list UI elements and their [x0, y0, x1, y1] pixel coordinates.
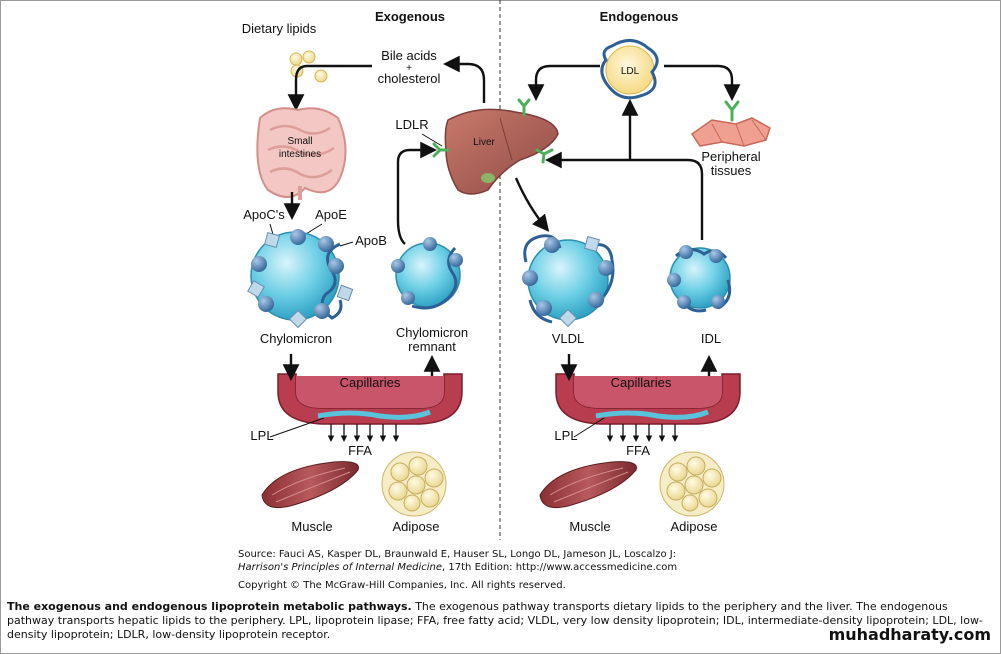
chylomicron-particle [247, 229, 354, 329]
capillaries-vessel-left [277, 373, 463, 425]
ldlr-label: LDLR [395, 117, 428, 132]
idl-to-liver-arrow [544, 151, 704, 240]
capillaries-vessel-right [555, 373, 741, 425]
bile-plus-sign: + [406, 63, 412, 74]
adipose-label-right: Adipose [671, 519, 718, 534]
cholesterol-label: cholesterol [378, 71, 441, 86]
dietary-lipid-droplets [289, 50, 328, 83]
apoe-label: ApoE [315, 207, 347, 222]
vldl-particle [522, 234, 615, 328]
endogenous-header: Endogenous [600, 9, 679, 24]
idl-label: IDL [701, 331, 721, 346]
liver-to-bile-arrow [442, 55, 486, 103]
muscle-label-right: Muscle [569, 519, 610, 534]
source-citation: Source: Fauci AS, Kasper DL, Braunwald E… [238, 548, 798, 592]
capillaries-label-left: Capillaries [340, 375, 401, 390]
adipose-illustration-left [381, 451, 447, 517]
apoc-label: ApoC's [243, 207, 285, 222]
peripheral-tissues-label: Peripheral [701, 149, 760, 164]
adipose-label-left: Adipose [393, 519, 440, 534]
bile-acids-label: Bile acids [381, 48, 437, 63]
ffa-label-right: FFA [626, 443, 650, 458]
ldl-to-tissues-arrow [664, 64, 741, 102]
small-intestines-illustration [256, 107, 347, 200]
muscle-label-left: Muscle [291, 519, 332, 534]
lpl-label-right: LPL [554, 428, 577, 443]
source-book-title: Harrison's Principles of Internal Medici… [238, 562, 443, 573]
chylomicron-remnant-label: Chylomicron [396, 325, 468, 340]
capillaries-label-right: Capillaries [611, 375, 672, 390]
source-line-1: Source: Fauci AS, Kasper DL, Braunwald E… [238, 549, 677, 560]
source-line-2: Harrison's Principles of Internal Medici… [238, 561, 798, 574]
lipoprotein-pathway-diagram: Exogenous Endogenous Dietary lipids Bile… [242, 0, 771, 540]
caption-title: The exogenous and endogenous lipoprotein… [7, 600, 412, 613]
lpl-label-left: LPL [250, 428, 273, 443]
vldl-label: VLDL [552, 331, 585, 346]
muscle-illustration-left [261, 461, 359, 509]
figure-caption: The exogenous and endogenous lipoprotein… [7, 600, 993, 642]
remnant-to-liver-arrow [396, 141, 438, 245]
chylomicron-remnant-particle [391, 237, 463, 310]
copyright-notice: Copyright © The McGraw-Hill Companies, I… [238, 580, 566, 591]
watermark: muhadharaty.com [828, 625, 991, 644]
chylomicron-label: Chylomicron [260, 331, 332, 346]
ffa-release-arrows-right [606, 424, 679, 442]
ldl-particle [600, 39, 659, 100]
remnant-label: remnant [408, 339, 456, 354]
ldl-to-liver-arrow [527, 64, 600, 102]
ldl-label: LDL [621, 66, 640, 77]
adipose-illustration-right [659, 451, 725, 517]
liver-illustration [444, 108, 559, 195]
tissues-label: tissues [711, 163, 752, 178]
bile-to-intestine-arrow [287, 64, 372, 112]
exogenous-header: Exogenous [375, 9, 445, 24]
peripheral-tissues-illustration [690, 100, 771, 147]
muscle-illustration-right [539, 461, 637, 509]
source-edition: , 17th Edition: http://www.accessmedicin… [442, 562, 678, 573]
dietary-lipids-label: Dietary lipids [242, 21, 317, 36]
caption-text: The exogenous pathway transports dietary… [7, 600, 983, 641]
ffa-release-arrows-left [327, 424, 400, 442]
idl-particle [667, 245, 732, 313]
intestines-label: intestines [279, 149, 321, 160]
apob-label: ApoB [355, 233, 387, 248]
liver-label: Liver [473, 137, 495, 148]
ffa-label-left: FFA [348, 443, 372, 458]
small-intestines-label: Small [287, 136, 312, 147]
liver-to-vldl-arrow [514, 177, 550, 232]
